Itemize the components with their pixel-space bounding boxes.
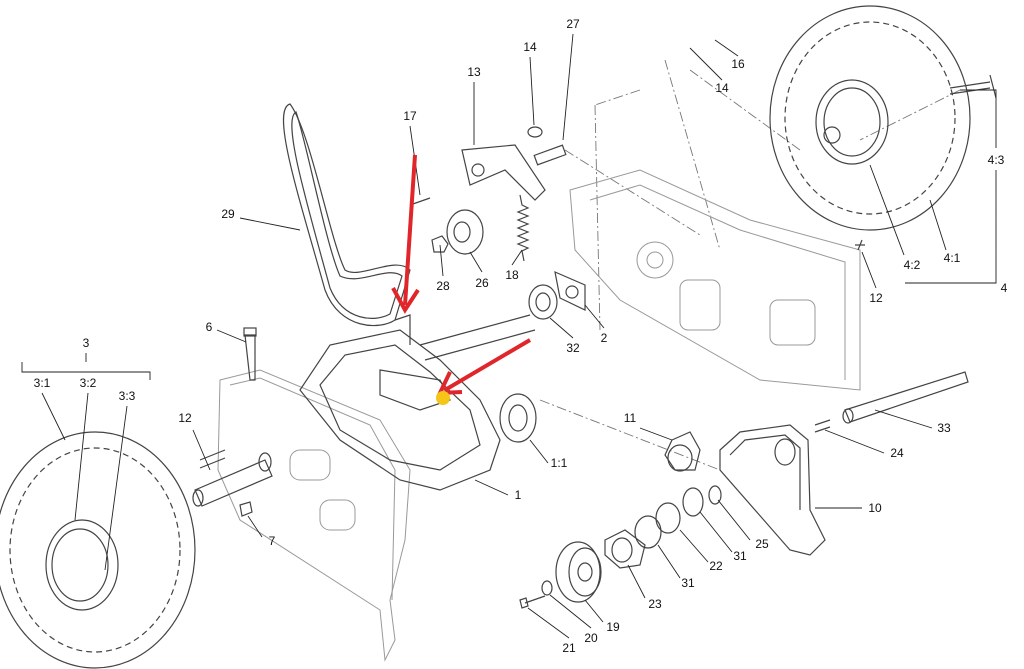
drive-belt xyxy=(282,103,411,327)
callout-4-2: 4:2 xyxy=(903,258,921,272)
annotation-arrows xyxy=(391,154,532,405)
callout-14: 14 xyxy=(523,40,537,54)
transmission xyxy=(299,314,537,491)
callout-1-1: 1:1 xyxy=(550,456,568,470)
callout-4-3: 4:3 xyxy=(987,153,1005,167)
callout-14: 14 xyxy=(715,81,729,95)
callout-7: 7 xyxy=(268,534,276,548)
callout-16: 16 xyxy=(731,57,745,71)
wheel-left xyxy=(0,431,196,669)
callout-24: 24 xyxy=(890,446,904,460)
bearing-flange xyxy=(528,270,586,320)
highlight-marker xyxy=(436,391,450,405)
callout-17: 17 xyxy=(403,109,417,123)
callout-28: 28 xyxy=(436,279,450,293)
callout-4-1: 4:1 xyxy=(943,251,961,265)
callout-25: 25 xyxy=(755,537,769,551)
callout-26: 26 xyxy=(475,276,489,290)
callout-6: 6 xyxy=(205,320,213,334)
alignment-lines xyxy=(539,59,961,471)
callout-3-3: 3:3 xyxy=(118,389,136,403)
callout-12: 12 xyxy=(178,411,192,425)
callout-3: 3 xyxy=(82,336,90,350)
idler-bracket xyxy=(461,126,567,201)
callout-33: 33 xyxy=(937,421,951,435)
callout-11: 11 xyxy=(623,411,637,425)
callout-31: 31 xyxy=(733,549,747,563)
callout-1: 1 xyxy=(514,488,522,502)
leader-lines xyxy=(21,33,997,639)
callout-20: 20 xyxy=(584,631,598,645)
callout-27: 27 xyxy=(566,17,580,31)
callout-10: 10 xyxy=(868,501,882,515)
callout-23: 23 xyxy=(648,597,662,611)
callout-12: 12 xyxy=(869,291,883,305)
callout-3-2: 3:2 xyxy=(79,376,97,390)
callout-4: 4 xyxy=(1000,281,1008,295)
callout-32: 32 xyxy=(566,341,580,355)
idler-pulley xyxy=(409,197,484,255)
frame-plate-left xyxy=(217,369,411,662)
small-parts xyxy=(519,239,865,609)
callout-29: 29 xyxy=(221,207,235,221)
arrow-to-idler-arm xyxy=(436,338,532,396)
axle-shaft xyxy=(192,327,273,517)
arrow-to-belt-pulley xyxy=(391,154,420,314)
callout-21: 21 xyxy=(562,641,576,655)
callout-13: 13 xyxy=(467,65,481,79)
callout-22: 22 xyxy=(709,559,723,573)
side-plate xyxy=(719,424,826,556)
spring xyxy=(516,194,530,262)
callout-2: 2 xyxy=(600,331,608,345)
callout-18: 18 xyxy=(505,268,519,282)
wheel-right xyxy=(769,5,997,231)
frame-plate-right xyxy=(569,169,861,391)
callout-19: 19 xyxy=(606,620,620,634)
shaft-33 xyxy=(814,371,969,433)
callout-31: 31 xyxy=(681,576,695,590)
callout-3-1: 3:1 xyxy=(33,376,51,390)
